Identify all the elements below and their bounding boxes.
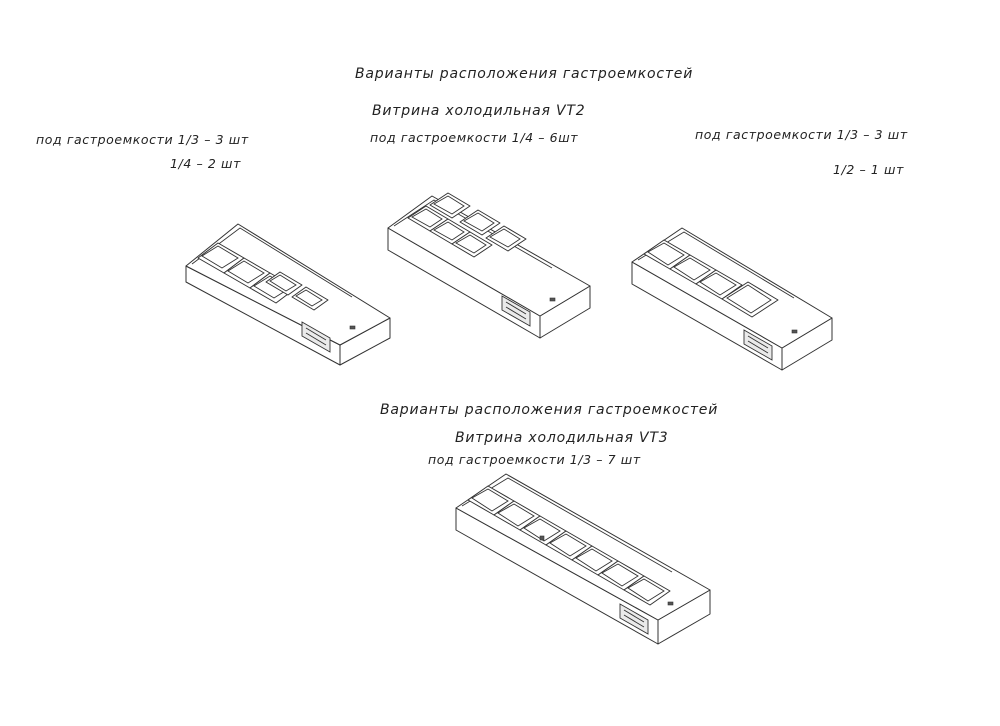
bottom-variant-line1: под гастроемкости 1/3 – 7 шт <box>428 452 641 467</box>
showcase-vt2-right <box>631 227 833 371</box>
right-variant-line2: 1/2 – 1 шт <box>833 162 904 177</box>
bottom-heading: Варианты расположения гастроемкостей <box>380 402 719 418</box>
showcase-vt2-left <box>185 223 391 366</box>
top-heading: Варианты расположения гастроемкостей <box>355 66 694 82</box>
left-variant-line1: под гастроемкости 1/3 – 3 шт <box>36 132 249 147</box>
showcase-vt3 <box>455 473 711 645</box>
bottom-model-title: Витрина холодильная VT3 <box>455 430 669 446</box>
right-variant-line1: под гастроемкости 1/3 – 3 шт <box>695 127 908 142</box>
left-variant-line2: 1/4 – 2 шт <box>170 156 241 171</box>
center-variant-line1: под гастроемкости 1/4 – 6шт <box>370 130 579 145</box>
top-model-title: Витрина холодильная VT2 <box>372 103 586 119</box>
showcase-vt2-center <box>387 192 591 339</box>
